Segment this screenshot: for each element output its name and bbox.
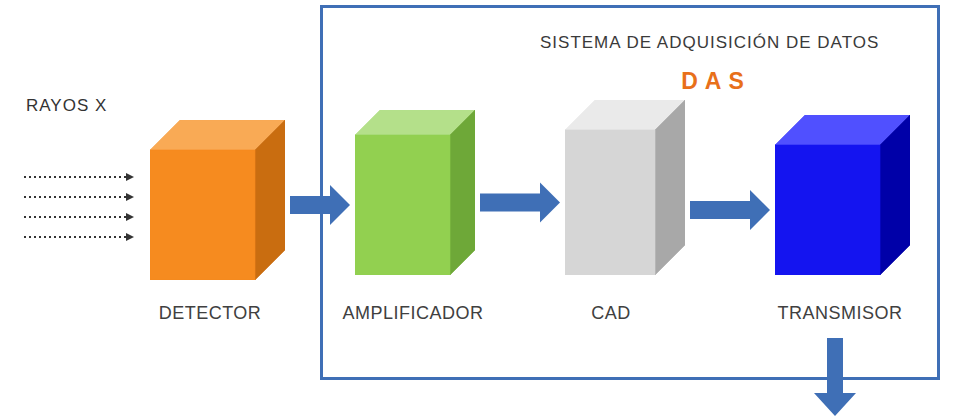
- block-label: TRANSMISOR: [777, 303, 902, 323]
- arrowhead: [126, 213, 134, 221]
- text-holder: RAYOS X: [26, 96, 107, 116]
- text-holder: SISTEMA DE ADQUISICIÓN DE DATOS: [540, 33, 879, 53]
- text-holder: AMPLIFICADOR: [342, 303, 483, 324]
- cube-face: [655, 100, 685, 275]
- x-ray-beam: [24, 236, 126, 238]
- x-ray-beam: [24, 196, 126, 198]
- block-label: CAD: [591, 303, 631, 323]
- flow-arrow: [480, 183, 560, 223]
- cube-face: [150, 150, 255, 280]
- block-label: DETECTOR: [159, 303, 262, 323]
- cube-face: [255, 120, 285, 280]
- cube-graphic: [775, 115, 910, 275]
- x-ray-beam: [24, 176, 126, 178]
- input-label: RAYOS X: [26, 96, 107, 115]
- output-arrow: [814, 338, 856, 416]
- arrowhead: [126, 173, 134, 181]
- cube-face: [355, 135, 450, 275]
- cube-graphic: [565, 100, 685, 275]
- text-holder: CAD: [591, 303, 631, 324]
- cube-face: [880, 115, 910, 275]
- x-ray-beam: [24, 216, 126, 218]
- cube-face: [450, 110, 475, 275]
- text-holder: TRANSMISOR: [777, 303, 902, 324]
- flow-arrow: [690, 190, 770, 230]
- text-holder: DAS: [681, 68, 751, 95]
- arrowhead: [126, 193, 134, 201]
- system-acronym: DAS: [681, 68, 751, 94]
- cube-graphic: [355, 110, 475, 275]
- block-cube: DETECTOR: [150, 120, 285, 280]
- block-cube: CAD: [565, 100, 685, 275]
- cube-face: [775, 145, 880, 275]
- block-cube: TRANSMISOR: [775, 115, 910, 275]
- text-holder: DETECTOR: [159, 303, 262, 324]
- system-frame: AMPLIFICADOR CAD TRANSMISOR SISTEMA DE ADQU…: [320, 5, 940, 380]
- block-label: AMPLIFICADOR: [342, 303, 483, 323]
- cube-face: [565, 130, 655, 275]
- cube-graphic: [150, 120, 285, 280]
- block-cube: AMPLIFICADOR: [355, 110, 475, 275]
- arrowhead: [126, 233, 134, 241]
- x-ray-arrowheads: [126, 173, 134, 241]
- x-ray-beams: [24, 177, 126, 237]
- system-title: SISTEMA DE ADQUISICIÓN DE DATOS: [540, 33, 879, 52]
